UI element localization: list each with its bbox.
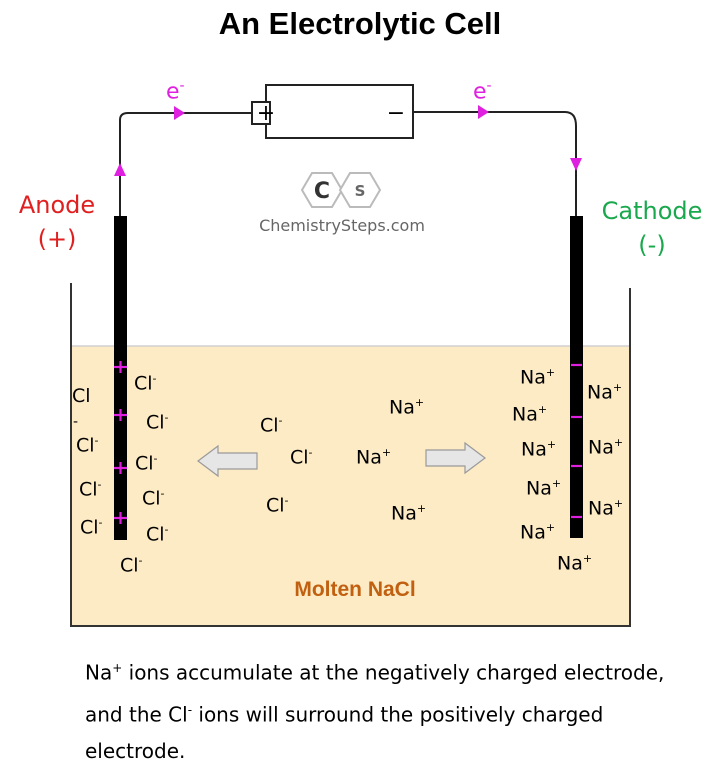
electron-label-left: e- <box>166 78 185 105</box>
battery-terminal <box>251 101 271 125</box>
sodium-ion: Na+ <box>521 438 557 461</box>
sodium-ion: Na+ <box>389 396 425 419</box>
chloride-ion: Cl- <box>134 372 157 395</box>
cathode-label: Cathode (-) <box>584 194 720 262</box>
anode-charges <box>114 361 127 524</box>
cathode-electrode <box>570 216 583 538</box>
chloride-ion: Cl- <box>80 516 103 539</box>
battery-negative-sign: − <box>387 101 405 126</box>
logo-site-name: ChemistrySteps.com <box>259 216 425 235</box>
sodium-ion: Na+ <box>588 436 624 459</box>
logo-letter-s: S <box>355 182 366 200</box>
sodium-ion: Na+ <box>526 477 562 500</box>
chloride-ion: Cl- <box>146 523 169 546</box>
anode-sign: (+) <box>37 225 77 253</box>
anode-label: Anode (+) <box>2 188 112 256</box>
chloride-ion: Cl- <box>79 478 102 501</box>
sodium-ion: Na+ <box>557 552 593 575</box>
chemistry-steps-logo: C S <box>300 172 382 208</box>
electron-arrow-up-icon <box>114 163 126 176</box>
logo-letter-c: C <box>314 179 330 204</box>
chloride-ion: Cl <box>72 385 91 407</box>
electron-arrow-right-icon <box>478 105 489 119</box>
chloride-ion: Cl- <box>76 434 99 457</box>
arrow-right-icon <box>425 441 486 475</box>
diagram-title: An Electrolytic Cell <box>218 6 502 41</box>
battery-positive-sign: + <box>257 101 275 126</box>
electron-label-right: e- <box>473 78 492 105</box>
cathode-name: Cathode <box>601 197 703 225</box>
chloride-ion: Cl- <box>290 446 313 469</box>
sodium-ion: Na+ <box>588 497 624 520</box>
sodium-ion: Na+ <box>391 502 427 525</box>
sodium-ion: Na+ <box>587 381 623 404</box>
chloride-ion: Cl- <box>260 414 283 437</box>
anode-name: Anode <box>18 191 96 219</box>
stray-charge-mark: - <box>73 414 79 430</box>
cathode-charges <box>571 363 582 519</box>
wire-left <box>119 112 252 216</box>
container <box>70 283 631 627</box>
wire-right <box>413 111 577 216</box>
electron-arrow-down-icon <box>570 158 582 171</box>
molten-electrolyte <box>71 346 630 626</box>
chloride-ion: Cl- <box>142 487 165 510</box>
caption: Na+ ions accumulate at the negatively ch… <box>85 660 665 764</box>
chloride-ion: Cl- <box>146 411 169 434</box>
anode-electrode <box>114 216 127 540</box>
sodium-ion: Na+ <box>512 403 548 426</box>
sodium-ion: Na+ <box>356 446 392 469</box>
electron-arrow-right-top-icon <box>174 106 185 120</box>
electrolyte-label: Molten NaCl <box>294 578 416 601</box>
cathode-sign: (-) <box>638 231 666 259</box>
arrow-left-icon <box>197 444 258 478</box>
chloride-ion: Cl- <box>266 494 289 517</box>
battery <box>265 84 414 139</box>
chloride-ion: Cl- <box>135 452 158 475</box>
sodium-ion: Na+ <box>520 366 556 389</box>
chloride-ion: Cl- <box>120 554 143 577</box>
sodium-ion: Na+ <box>520 521 556 544</box>
